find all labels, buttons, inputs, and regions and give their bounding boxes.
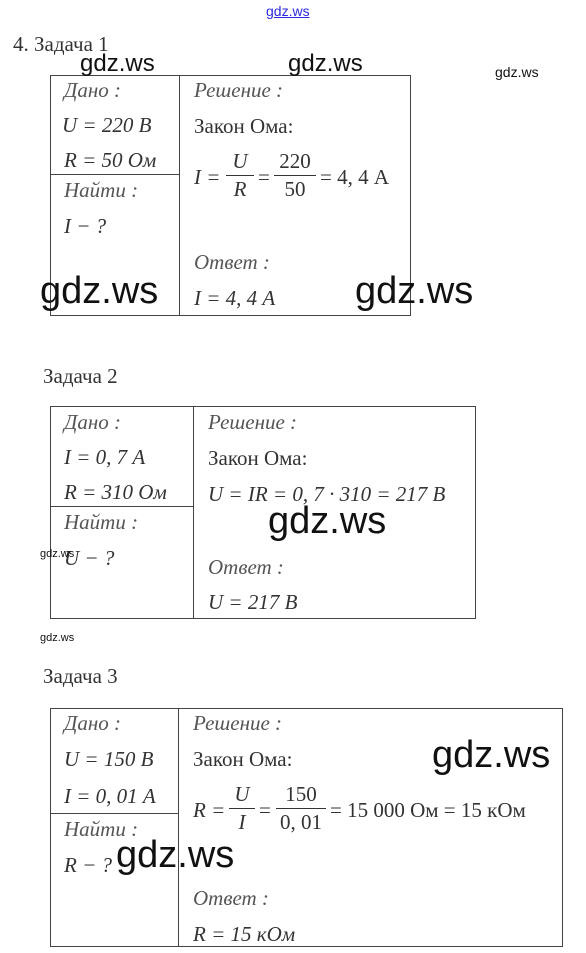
task3-fraction1-denominator: I [238,810,246,834]
task2-find-header: Найти : [64,510,139,534]
watermark-task1-big-left: gdz.ws [40,270,159,312]
task3-title: Задача 3 [43,664,118,688]
task1-fraction1-bar [226,175,254,176]
watermark-task1-right: gdz.ws [495,64,539,80]
task1-eq-lhs: I = [194,165,221,189]
task3-find-header: Найти : [64,817,139,841]
task1-fraction2-numerator: 220 [279,149,311,173]
task3-find-resistance: R − ? [64,853,112,877]
task2-given-resistance: R = 310 Ом [64,480,167,504]
task3-fraction2-bar [276,808,326,809]
task1-find-header: Найти : [64,178,139,202]
task1-fraction1-denominator: R [233,177,247,201]
task3-eq-lhs: R = [193,798,226,822]
task1-given-resistance: R = 50 Ом [64,148,157,172]
task1-fraction1-numerator: U [232,149,248,173]
task1-given-voltage: U = 220 В [62,113,152,137]
task1-eq-mid: = [258,165,270,189]
task2-law: Закон Ома: [208,446,308,470]
task1-law: Закон Ома: [194,114,294,138]
watermark-task2-bottom: gdz.ws [40,632,75,644]
task2-table [50,406,476,619]
task3-fraction-symbolic: U I [229,782,255,835]
task1-find-current: I − ? [64,214,107,238]
task3-eq-rhs: = 15 000 Ом = 15 кОм [330,798,526,822]
task1-fraction2-denominator: 50 [284,177,306,201]
task3-fraction1-bar [229,808,255,809]
task1-answer: I = 4, 4 А [194,286,276,310]
task3-divider-vertical [178,708,179,946]
task1-divider-horizontal [50,174,180,175]
task2-answer-header: Ответ : [208,555,284,579]
task1-fraction-symbolic: U R [226,149,254,202]
task2-given-current: I = 0, 7 А [64,445,146,469]
watermark-task2-tiny: gdz.ws [40,548,75,560]
task1-answer-header: Ответ : [194,250,270,274]
task3-answer: R = 15 кОм [193,922,296,946]
task2-solution-header: Решение : [208,410,298,434]
watermark-task1-big-right: gdz.ws [355,270,474,312]
watermark-task2-center: gdz.ws [268,500,387,542]
task3-solution-header: Решение : [193,711,283,735]
task1-fraction2-bar [274,175,316,176]
task1-eq-rhs: = 4, 4 А [320,165,390,189]
task3-fraction2-numerator: 150 [285,782,317,806]
task3-law: Закон Ома: [193,747,293,771]
task3-given-header: Дано : [64,711,122,735]
task3-given-current: I = 0, 01 А [64,784,156,808]
task3-divider-horizontal [50,813,179,814]
task3-table [50,708,563,947]
task1-divider-vertical [179,75,180,315]
task2-divider-horizontal [50,506,194,507]
task1-title: 4. Задача 1 [13,32,109,56]
task2-find-voltage: U − ? [64,546,115,570]
task2-answer: U = 217 В [208,590,298,614]
watermark-top[interactable]: gdz.ws [266,3,310,19]
task3-fraction2-denominator: 0, 01 [280,810,322,834]
task2-equation: U = IR = 0, 7 · 310 = 217 В [208,482,446,506]
watermark-task1-left: gdz.ws [80,50,155,77]
task1-solution-header: Решение : [194,78,284,102]
task2-divider-vertical [193,406,194,618]
watermark-task1-center: gdz.ws [288,50,363,77]
task2-given-header: Дано : [64,410,122,434]
task3-given-voltage: U = 150 В [64,747,154,771]
task3-answer-header: Ответ : [193,886,269,910]
watermark-task3-right: gdz.ws [432,734,551,776]
task3-eq-mid: = [259,798,271,822]
task2-title: Задача 2 [43,364,118,388]
task1-table [50,75,411,316]
task1-given-header: Дано : [64,78,122,102]
task3-fraction-numeric: 150 0, 01 [276,782,326,835]
task1-fraction-numeric: 220 50 [274,149,316,202]
watermark-task3-left: gdz.ws [116,834,235,876]
task3-fraction1-numerator: U [234,782,250,806]
